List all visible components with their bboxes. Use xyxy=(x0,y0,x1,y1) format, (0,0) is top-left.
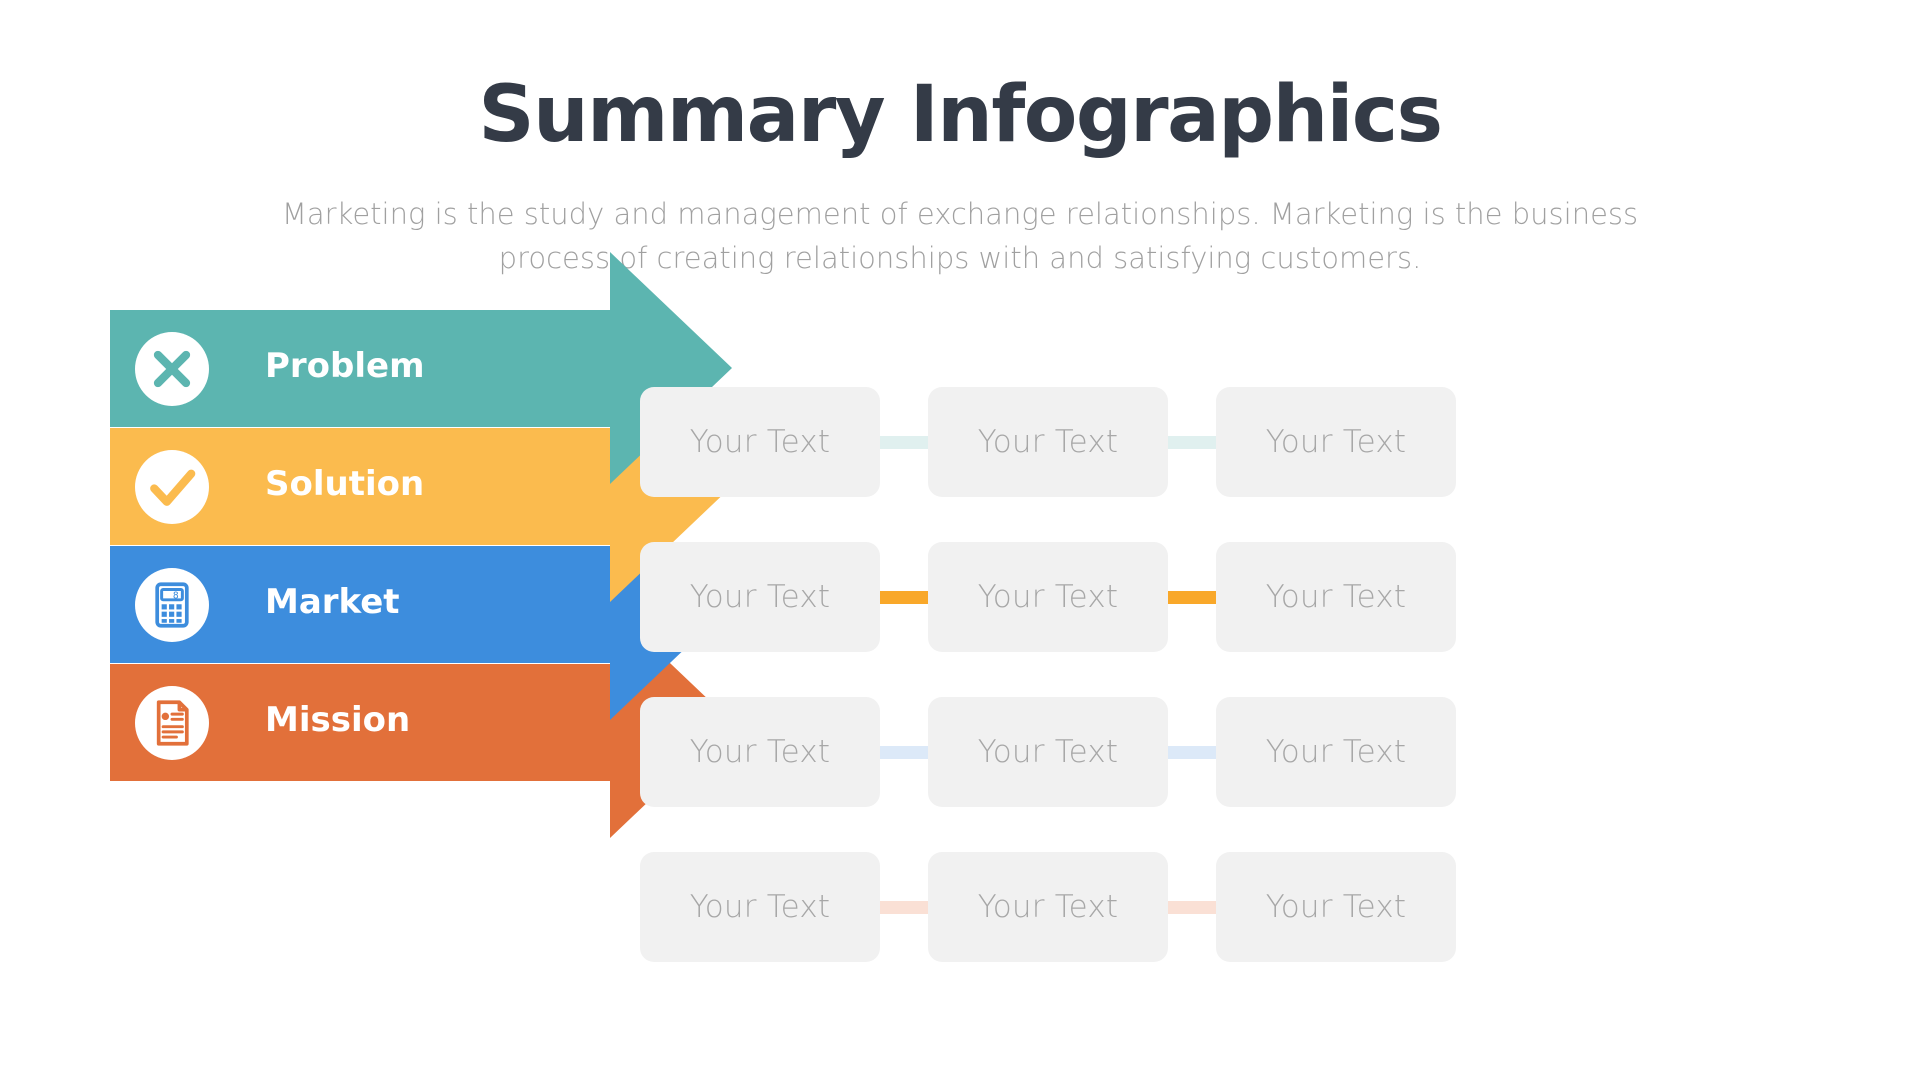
text-card[interactable]: Your Text xyxy=(640,697,880,807)
card-text: Your Text xyxy=(977,579,1119,615)
card-text: Your Text xyxy=(689,889,831,925)
text-card[interactable]: Your Text xyxy=(1216,852,1456,962)
subtitle-line-1: Marketing is the study and management of… xyxy=(281,197,1639,231)
card-text: Your Text xyxy=(977,734,1119,770)
card-connector xyxy=(876,591,932,604)
arrow-shape-mission[interactable] xyxy=(110,606,732,838)
document-icon xyxy=(135,685,209,765)
page-subtitle: Marketing is the study and management of… xyxy=(230,192,1690,280)
cross-icon xyxy=(135,331,209,411)
text-card[interactable]: Your Text xyxy=(1216,542,1456,652)
text-card[interactable]: Your Text xyxy=(928,697,1168,807)
card-text: Your Text xyxy=(1265,889,1407,925)
text-card[interactable]: Your Text xyxy=(928,852,1168,962)
svg-text:8: 8 xyxy=(173,590,179,601)
card-connector xyxy=(876,901,932,914)
card-connector xyxy=(876,746,932,759)
arrow-labels-layer: Problem Solution 8 Market Mission xyxy=(0,0,820,1080)
arrow-label-market[interactable]: Market xyxy=(265,581,400,622)
card-text: Your Text xyxy=(977,889,1119,925)
calculator-icon: 8 xyxy=(135,567,209,647)
card-text: Your Text xyxy=(1265,734,1407,770)
arrow-stack xyxy=(110,252,732,838)
arrow-label-mission[interactable]: Mission xyxy=(265,699,411,740)
card-connector xyxy=(876,436,932,449)
text-card[interactable]: Your Text xyxy=(640,852,880,962)
card-text: Your Text xyxy=(689,579,831,615)
card-text: Your Text xyxy=(689,734,831,770)
text-card[interactable]: Your Text xyxy=(1216,697,1456,807)
card-connector xyxy=(1164,901,1220,914)
check-icon xyxy=(135,449,209,529)
card-connector xyxy=(1164,591,1220,604)
text-card[interactable]: Your Text xyxy=(640,542,880,652)
text-card[interactable]: Your Text xyxy=(640,387,880,497)
card-text: Your Text xyxy=(689,424,831,460)
card-text: Your Text xyxy=(1265,424,1407,460)
arrow-shape-problem[interactable] xyxy=(110,252,732,484)
text-card[interactable]: Your Text xyxy=(1216,387,1456,497)
arrow-shape-market[interactable] xyxy=(110,488,732,720)
card-text: Your Text xyxy=(1265,579,1407,615)
card-connector xyxy=(1164,746,1220,759)
card-connector xyxy=(1164,436,1220,449)
arrow-label-problem[interactable]: Problem xyxy=(265,345,425,386)
arrow-label-solution[interactable]: Solution xyxy=(265,463,425,504)
subtitle-line-2: process of creating relationships with a… xyxy=(498,241,1422,275)
page-title: Summary Infographics xyxy=(478,70,1443,160)
card-text: Your Text xyxy=(977,424,1119,460)
text-card[interactable]: Your Text xyxy=(928,387,1168,497)
text-card[interactable]: Your Text xyxy=(928,542,1168,652)
arrow-shape-solution[interactable] xyxy=(110,370,732,602)
